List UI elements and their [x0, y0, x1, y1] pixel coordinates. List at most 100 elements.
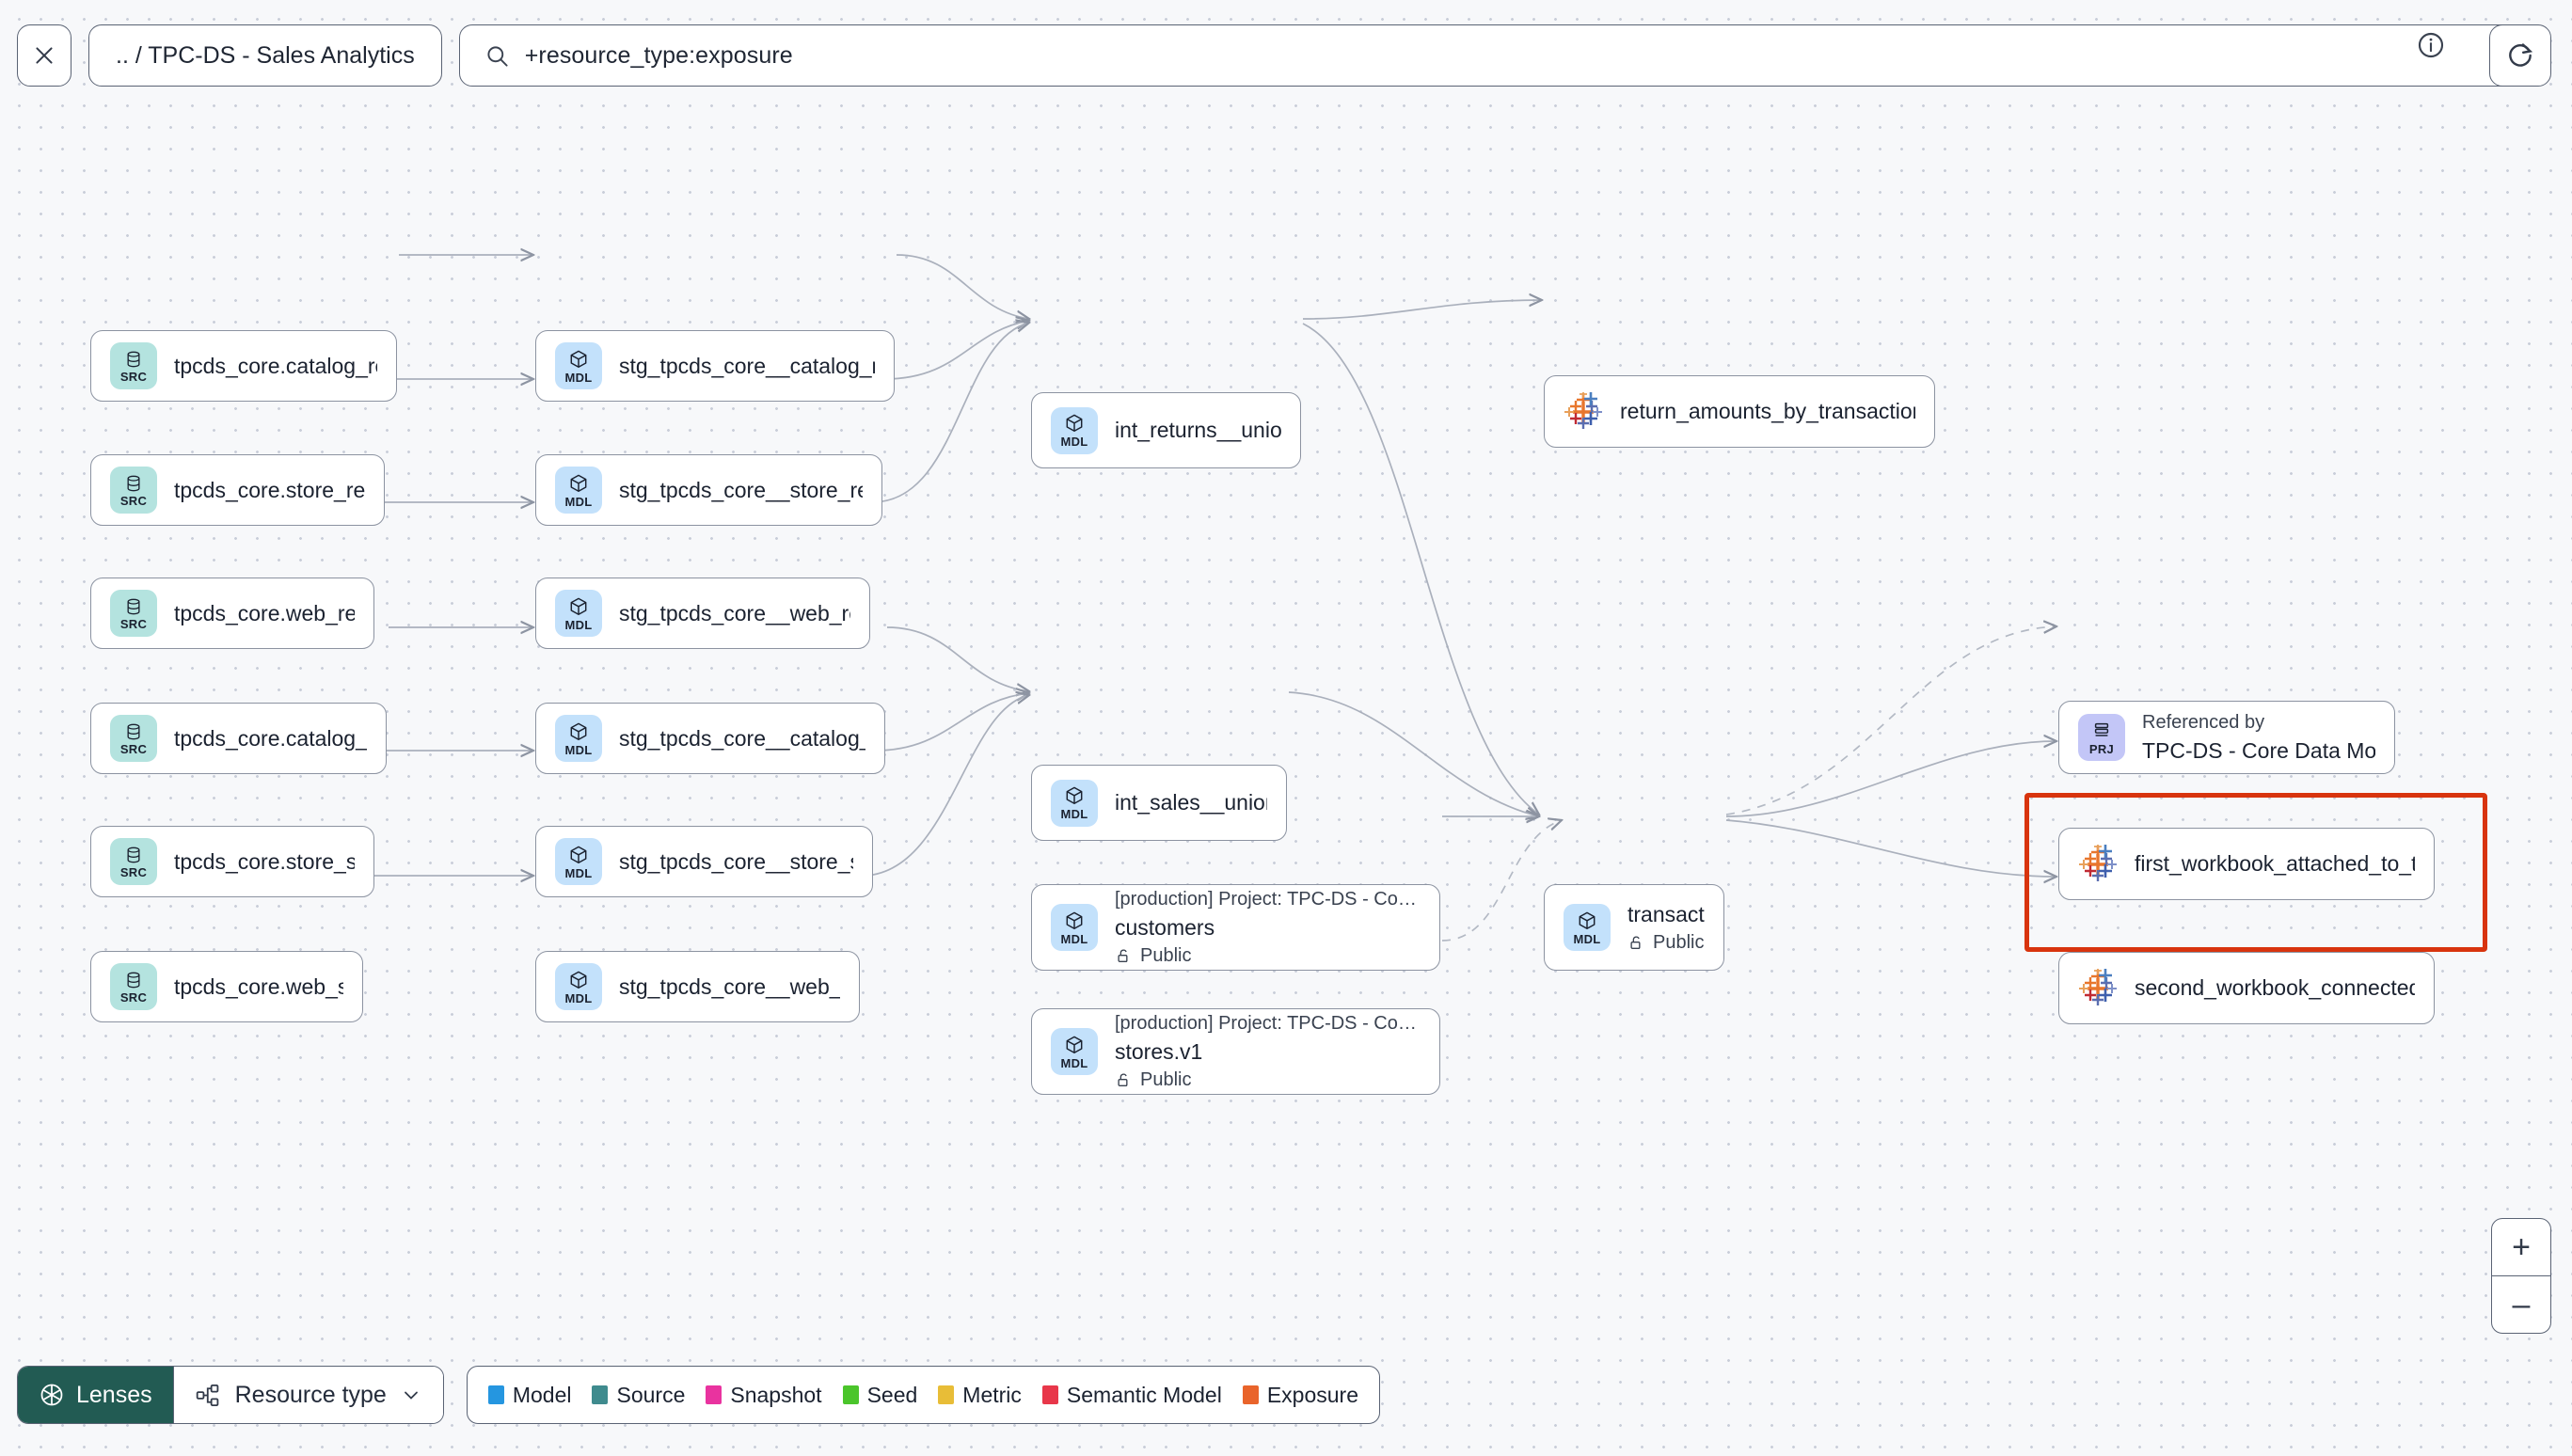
zoom-controls: + –: [2491, 1218, 2551, 1334]
bottom-toolbar: Lenses Resource type Model Source: [0, 1334, 1380, 1456]
node-text-block: transactions Public: [1627, 902, 1705, 954]
graph-node-transactions[interactable]: MDL transactions Public: [1544, 884, 1724, 971]
node-type-badge-mdl: MDL: [555, 467, 602, 514]
node-subtitle: [production] Project: TPC-DS - Core Data…: [1115, 1012, 1421, 1034]
graph-node-src_catalog_returns[interactable]: SRC tpcds_core.catalog_returns: [90, 330, 397, 402]
visibility-label: Public: [1653, 931, 1705, 953]
node-title: customers: [1115, 914, 1215, 940]
legend-label: Metric: [962, 1382, 1022, 1407]
search-info-button[interactable]: [2410, 24, 2452, 66]
node-label: stg_tpcds_core__catalog_returns: [619, 353, 875, 378]
legend-label: Exposure: [1266, 1382, 1358, 1407]
resource-type-legend: Model Source Snapshot Seed Metric Semant…: [466, 1366, 1380, 1424]
graph-node-stg_store_sales[interactable]: MDL stg_tpcds_core__store_sales: [535, 826, 873, 897]
cube-icon: [1066, 911, 1083, 929]
legend-item-seed[interactable]: Seed: [842, 1382, 918, 1408]
node-subtitle: [production] Project: TPC-DS - Core Data…: [1115, 888, 1421, 910]
graph-node-int_sales_unioned[interactable]: MDL int_sales__unioned: [1031, 765, 1287, 841]
top-toolbar: .. / TPC-DS - Sales Analytics +resource_…: [0, 0, 2572, 111]
node-type-badge-src: SRC: [110, 467, 157, 514]
node-type-badge-mdl: MDL: [555, 590, 602, 637]
legend-label: Semantic Model: [1066, 1382, 1222, 1407]
database-icon: [127, 475, 140, 491]
info-icon: [2418, 32, 2444, 58]
node-label: stg_tpcds_core__web_returns: [619, 600, 850, 625]
graph-node-stores_v1[interactable]: MDL [production] Project: TPC-DS - Core …: [1031, 1008, 1440, 1095]
graph-node-stg_catalog_returns[interactable]: MDL stg_tpcds_core__catalog_returns: [535, 330, 895, 402]
breadcrumb-label: .. / TPC-DS - Sales Analytics: [116, 41, 415, 69]
node-label: stg_tpcds_core__catalog_sales: [619, 725, 865, 751]
badge-text: MDL: [564, 990, 593, 1005]
legend-item-metric[interactable]: Metric: [938, 1383, 1022, 1408]
database-icon: [127, 972, 140, 988]
database-icon: [127, 847, 140, 863]
node-type-badge-src: SRC: [110, 590, 157, 637]
legend-swatch: [1242, 1385, 1259, 1404]
legend-swatch: [592, 1385, 609, 1404]
node-label: stg_tpcds_core__store_returns: [619, 477, 863, 502]
zoom-divider: [2492, 1275, 2550, 1276]
legend-label: Model: [512, 1382, 572, 1407]
legend-item-exposure[interactable]: Exposure: [1242, 1382, 1358, 1408]
graph-node-src_store_returns[interactable]: SRC tpcds_core.store_returns: [90, 454, 385, 526]
zoom-out-button[interactable]: –: [2512, 1286, 2531, 1322]
graph-node-prj_referenced_by[interactable]: PRJ Referenced by TPC-DS - Core Data Mod…: [2058, 701, 2395, 774]
node-visibility: Public: [1115, 1069, 1421, 1091]
refresh-button[interactable]: [2489, 24, 2551, 87]
legend-label: Seed: [866, 1382, 918, 1407]
database-icon: [127, 351, 140, 367]
graph-node-src_catalog_sales[interactable]: SRC tpcds_core.catalog_sales: [90, 703, 387, 774]
badge-text: MDL: [1060, 435, 1088, 449]
lenses-label: Lenses: [76, 1381, 152, 1408]
search-bar[interactable]: +resource_type:exposure: [458, 24, 2537, 87]
node-type-badge-mdl: MDL: [555, 963, 602, 1010]
legend-item-model[interactable]: Model: [487, 1382, 572, 1408]
graph-node-customers[interactable]: MDL [production] Project: TPC-DS - Core …: [1031, 884, 1440, 971]
node-text-block: Referenced by TPC-DS - Core Data Models: [2142, 712, 2375, 764]
node-title: TPC-DS - Core Data Models: [2142, 737, 2375, 763]
lenses-button[interactable]: Lenses: [18, 1367, 173, 1423]
graph-node-src_web_returns[interactable]: SRC tpcds_core.web_returns: [90, 578, 374, 649]
graph-node-stg_web_returns[interactable]: MDL stg_tpcds_core__web_returns: [535, 578, 870, 649]
graph-node-stg_store_returns[interactable]: MDL stg_tpcds_core__store_returns: [535, 454, 882, 526]
cube-icon: [1066, 786, 1083, 804]
node-label: stg_tpcds_core__web_sales: [619, 973, 840, 999]
badge-text: MDL: [564, 370, 593, 385]
graph-node-stg_web_sales[interactable]: MDL stg_tpcds_core__web_sales: [535, 951, 860, 1022]
legend-item-semantic-model[interactable]: Semantic Model: [1041, 1382, 1222, 1408]
legend-swatch: [487, 1385, 504, 1404]
graph-node-stg_catalog_sales[interactable]: MDL stg_tpcds_core__catalog_sales: [535, 703, 885, 774]
tableau-icon: [2079, 844, 2117, 881]
badge-text: PRJ: [2088, 741, 2115, 756]
graph-node-exposure_first[interactable]: first_workbook_attached_to_tpc-ds_-_…: [2058, 828, 2435, 900]
node-title: transactions: [1627, 901, 1705, 926]
search-input[interactable]: +resource_type:exposure: [524, 41, 793, 69]
graph-node-metric_return_amounts[interactable]: return_amounts_by_transaction_type: [1544, 375, 1935, 448]
legend-item-snapshot[interactable]: Snapshot: [706, 1383, 822, 1408]
close-button[interactable]: [17, 24, 71, 87]
breadcrumb[interactable]: .. / TPC-DS - Sales Analytics: [88, 24, 442, 87]
badge-text: MDL: [564, 865, 593, 880]
cube-icon: [570, 474, 587, 492]
badge-text: MDL: [1060, 931, 1088, 946]
node-title: stores.v1: [1115, 1038, 1203, 1064]
zoom-in-button[interactable]: +: [2512, 1228, 2531, 1265]
node-label: second_workbook_connected_to_live…: [2135, 975, 2415, 1000]
graph-node-src_web_sales[interactable]: SRC tpcds_core.web_sales: [90, 951, 363, 1022]
badge-text: SRC: [119, 493, 148, 508]
lens-group: Lenses Resource type: [17, 1366, 444, 1424]
cube-icon: [570, 722, 587, 740]
node-type-badge-mdl: MDL: [1051, 1028, 1098, 1075]
visibility-label: Public: [1140, 944, 1192, 966]
graph-node-exposure_second[interactable]: second_workbook_connected_to_live…: [2058, 952, 2435, 1024]
node-type-badge-src: SRC: [110, 715, 157, 762]
legend-item-source[interactable]: Source: [592, 1383, 685, 1408]
graph-node-src_store_sales[interactable]: SRC tpcds_core.store_sales: [90, 826, 374, 897]
node-type-badge-src: SRC: [110, 342, 157, 389]
node-type-badge-src: SRC: [110, 838, 157, 885]
refresh-icon: [2509, 43, 2533, 67]
database-icon: [127, 723, 140, 739]
graph-node-int_returns_unioned[interactable]: MDL int_returns__unioned: [1031, 392, 1301, 468]
node-label: tpcds_core.web_returns: [174, 600, 355, 625]
resource-type-dropdown[interactable]: Resource type: [172, 1367, 443, 1423]
